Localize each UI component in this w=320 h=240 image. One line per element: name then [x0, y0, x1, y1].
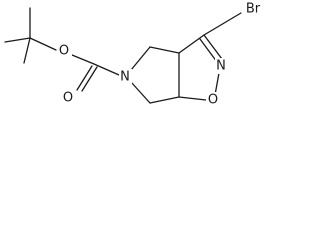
bond-tbu-to-ester-o	[29, 37, 57, 51]
atom-carbonyl-o-label: O	[63, 91, 73, 106]
bond-c3-to-n-b	[199, 38, 218, 63]
atom-isoxazoline-n-label: N	[216, 59, 226, 74]
bond-carbonyl-c-to-n	[93, 63, 120, 76]
bond-ch2-bottom-to-c6a	[149, 96, 180, 104]
bond-c3-to-n-a	[203, 34, 223, 60]
atom-ring-n: N	[119, 69, 132, 85]
atom-ester-o: O	[57, 43, 72, 59]
bond-carbonyl-double-a	[76, 65, 93, 91]
atom-ring-n-label: N	[120, 70, 130, 85]
bond-n-to-ch2-top	[130, 46, 151, 71]
atom-carbonyl-o: O	[62, 90, 75, 106]
bond-c3a-to-c3	[178, 34, 205, 54]
bond-n-to-o	[214, 72, 220, 96]
bond-carbonyl-double-b	[81, 66, 98, 92]
bond-ester-o-to-carbonyl-c	[71, 54, 95, 65]
atom-ring-o-label: O	[208, 93, 218, 108]
bond-methyl-left	[4, 37, 31, 43]
bond-c3-to-br	[203, 12, 242, 36]
atom-isoxazoline-n: N	[215, 58, 228, 74]
bond-o-to-c6a	[178, 96, 207, 101]
atom-bromine-label: Br	[246, 2, 261, 17]
atom-bromine: Br	[242, 1, 264, 17]
chemical-structure: O O N N O Br	[4, 1, 264, 108]
atom-ester-o-label: O	[59, 44, 69, 59]
bond-ch2-top-to-c3a	[149, 46, 180, 54]
bond-methyl-bottom	[23, 37, 31, 64]
atom-ring-o: O	[206, 92, 221, 108]
bond-n-to-ch2-bottom	[130, 81, 151, 104]
